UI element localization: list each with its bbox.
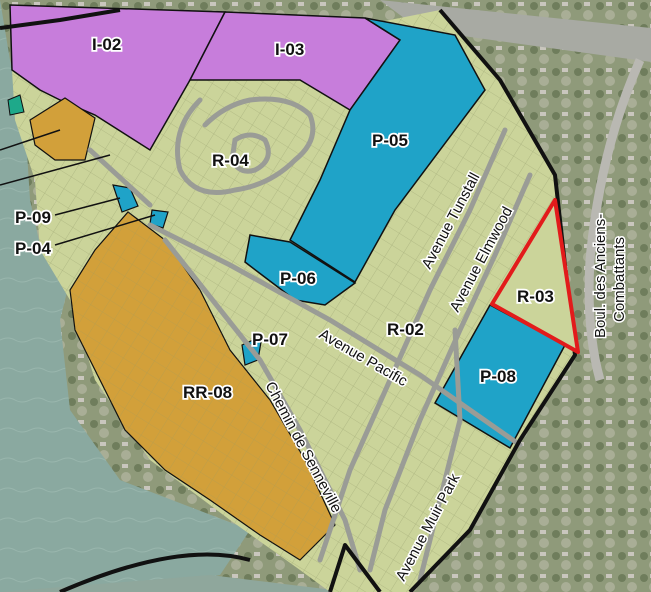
zone-label-P-09: P-09 — [15, 208, 51, 227]
leader-lines — [0, 129, 156, 246]
zone-label-R-03: R-03 — [517, 287, 554, 306]
zone-label-P-08: P-08 — [480, 367, 516, 386]
zone-label-R-02: R-02 — [387, 320, 424, 339]
zone-label-I-03: I-03 — [275, 40, 304, 59]
zone-label-P-07: P-07 — [252, 330, 288, 349]
zone-label-I-02: I-02 — [92, 35, 121, 54]
street-label-anciens-line2: Combattants — [611, 237, 628, 322]
rural-north-area — [29, 97, 96, 161]
zone-P-06-area — [244, 234, 357, 306]
zone-P-09-area — [112, 184, 139, 213]
zone-label-P-04: P-04 — [15, 239, 51, 258]
zone-label-RR-08: RR-08 — [183, 383, 232, 402]
water-south — [0, 575, 350, 592]
green-sliver — [7, 94, 25, 116]
road-network — [87, 96, 533, 583]
zone-P-05-area — [289, 17, 486, 284]
street-label-anciens-line1: Boul. des Anciens- — [592, 214, 609, 338]
boundary-lines — [0, 8, 577, 592]
zone-label-P-06: P-06 — [280, 269, 316, 288]
zone-label-P-05: P-05 — [372, 131, 408, 150]
rural-lot-lines — [70, 212, 335, 560]
highway — [584, 58, 645, 382]
zone-label-R-04: R-04 — [212, 151, 249, 170]
railway-strip — [380, 0, 651, 62]
water-body — [0, 0, 250, 592]
zone-R-03-highlight — [490, 198, 580, 354]
